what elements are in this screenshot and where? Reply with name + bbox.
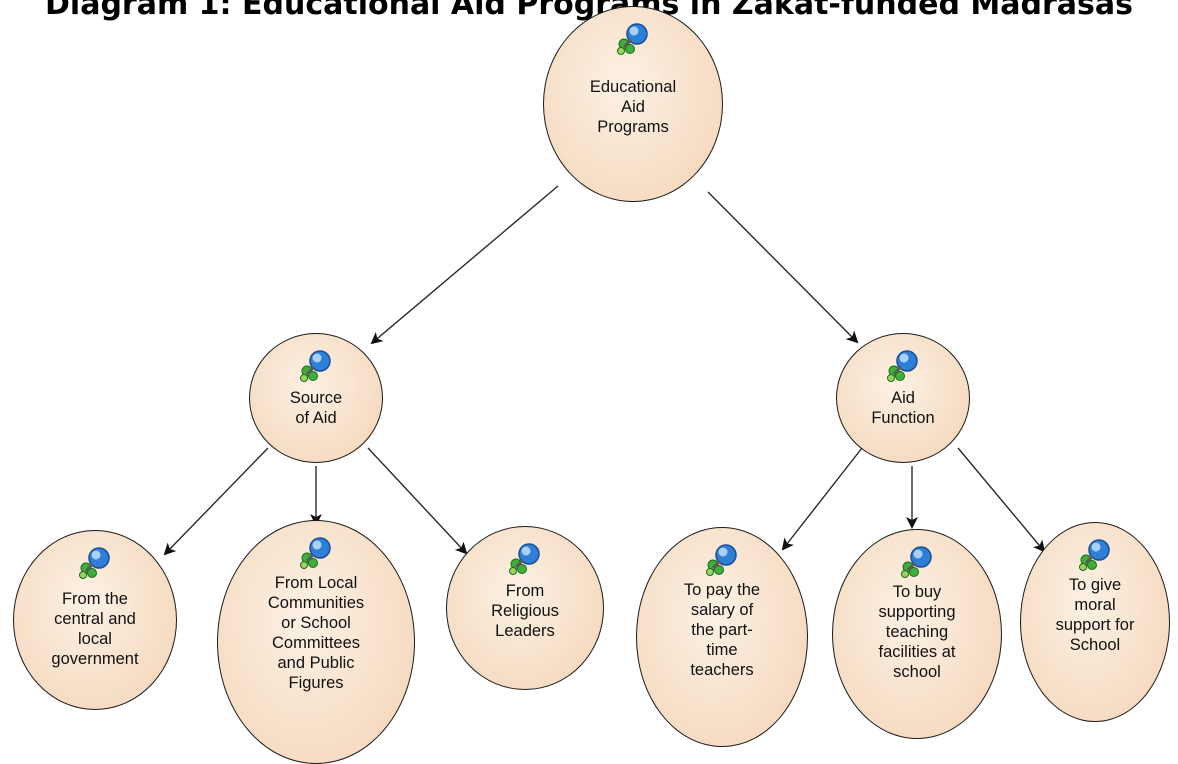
- node-label: Educational Aid Programs: [589, 78, 677, 136]
- node-label: Source of Aid: [289, 389, 343, 427]
- node-label: From the central and local government: [51, 590, 139, 668]
- node-label: Aid Function: [871, 389, 935, 427]
- node-from-government[interactable]: From the central and local government: [13, 530, 177, 710]
- node-source-of-aid[interactable]: Source of Aid: [249, 333, 383, 463]
- node-label: To give moral support for School: [1055, 576, 1135, 654]
- node-label: To buy supporting teaching facilities at…: [878, 583, 956, 681]
- concept-icon: [509, 543, 540, 575]
- concept-icon: [79, 547, 110, 579]
- node-label: From Local Communities or School Committ…: [267, 574, 365, 692]
- edge-root-to-function: [707, 191, 859, 344]
- concept-icon: [300, 350, 331, 382]
- concept-icon: [617, 23, 648, 55]
- node-label: To pay the salary of the part- time teac…: [683, 581, 761, 679]
- concept-icon: [706, 544, 737, 576]
- node-buy-facilities[interactable]: To buy supporting teaching facilities at…: [832, 529, 1002, 739]
- node-educational-aid-programs[interactable]: Educational Aid Programs: [543, 6, 723, 202]
- concept-icon: [300, 537, 331, 569]
- edge-source-to-religious: [367, 447, 468, 555]
- concept-icon: [901, 546, 932, 578]
- node-aid-function[interactable]: Aid Function: [836, 333, 970, 463]
- node-pay-salary[interactable]: To pay the salary of the part- time teac…: [636, 527, 808, 747]
- edge-root-to-source: [370, 185, 559, 345]
- edge-source-to-government: [163, 447, 269, 556]
- node-moral-support[interactable]: To give moral support for School: [1020, 522, 1170, 722]
- node-from-local-communities[interactable]: From Local Communities or School Committ…: [217, 520, 415, 764]
- node-label: From Religious Leaders: [491, 582, 559, 640]
- node-from-religious-leaders[interactable]: From Religious Leaders: [446, 526, 604, 690]
- diagram-title: Diagram 1: Educational Aid Programs in Z…: [45, 0, 1133, 22]
- edge-function-to-moral: [957, 447, 1046, 553]
- edge-function-to-salary: [781, 447, 863, 551]
- concept-icon: [887, 350, 918, 382]
- concept-icon: [1079, 539, 1110, 571]
